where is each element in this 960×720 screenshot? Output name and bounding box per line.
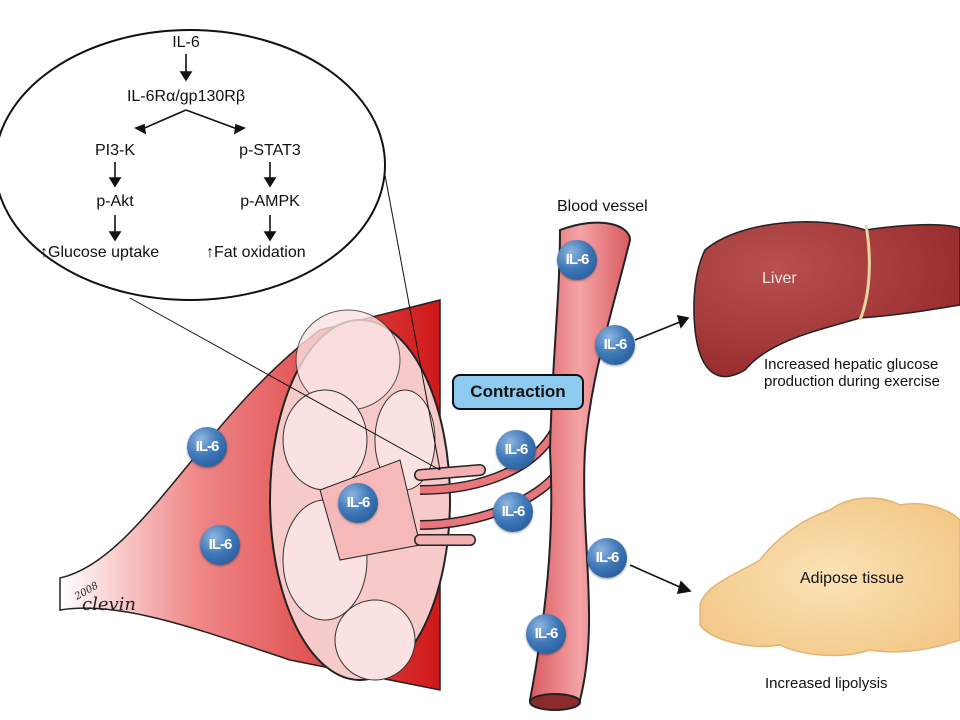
il6-molecule: IL-6 (587, 538, 627, 578)
pathway-fat-oxidation: ↑Fat oxidation (206, 244, 306, 261)
il6-molecule: IL-6 (187, 427, 227, 467)
il6-molecule: IL-6 (526, 614, 566, 654)
pathway-pstat3: p-STAT3 (239, 142, 301, 159)
increase-arrow-icon: ↑ (206, 244, 214, 261)
il6-molecule: IL-6 (200, 525, 240, 565)
pathway-glucose-uptake: ↑Glucose uptake (40, 244, 160, 261)
pathway-pakt: p-Akt (96, 193, 134, 210)
adipose-tissue (699, 497, 960, 657)
il6-molecule: IL-6 (496, 430, 536, 470)
blood-vessel-label: Blood vessel (557, 198, 648, 215)
adipose-caption: Increased lipolysis (765, 675, 888, 692)
pathway-pi3k: PI3-K (94, 142, 136, 159)
il6-molecule: IL-6 (557, 240, 597, 280)
il6-molecule: IL-6 (338, 483, 378, 523)
il6-molecule: IL-6 (595, 325, 635, 365)
contraction-label: Contraction (452, 374, 584, 410)
blood-vessel (528, 221, 632, 701)
liver-caption-2: production during exercise (764, 373, 940, 390)
adipose-label: Adipose tissue (800, 570, 905, 587)
liver (693, 221, 960, 378)
increase-arrow-icon: ↑ (40, 244, 48, 261)
pathway-pampk: p-AMPK (240, 193, 300, 210)
pathway-zoom-circle (0, 29, 386, 301)
liver-label: Liver (762, 270, 797, 287)
liver-caption-1: Increased hepatic glucose (764, 356, 939, 373)
pathway-receptor: IL-6Rα/gp130Rβ (126, 88, 246, 105)
pathway-il6: IL-6 (172, 34, 200, 51)
il6-molecule: IL-6 (493, 492, 533, 532)
